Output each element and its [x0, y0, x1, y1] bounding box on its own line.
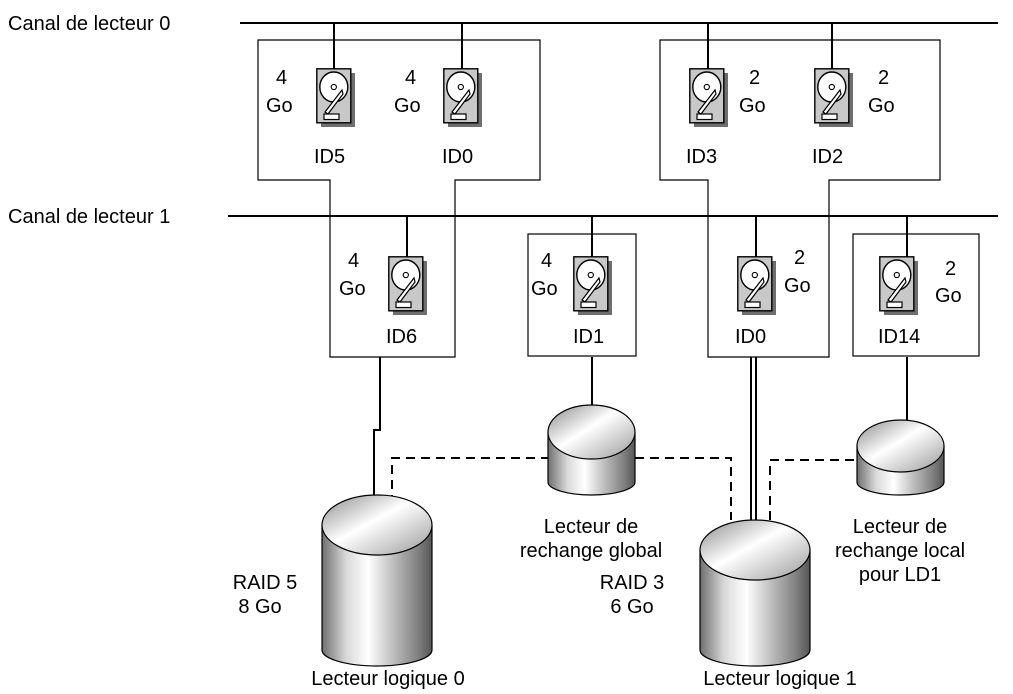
id14-size-num: 2	[945, 258, 956, 280]
id5-labels: 4 Go ID5	[266, 67, 345, 168]
id2-size-unit: Go	[868, 95, 895, 117]
id2-disk-icon	[814, 68, 854, 128]
id0a-size-num: 4	[405, 67, 416, 89]
id0b-labels: 2 Go ID0	[735, 247, 811, 348]
id0a-id: ID0	[442, 146, 473, 168]
id0b-disk-icon	[737, 256, 777, 316]
channel-0-label: Canal de lecteur 0	[8, 13, 170, 35]
id14-labels: 2 Go ID14	[878, 258, 962, 348]
ld0-text: RAID 5 8 Go Lecteur logique 0	[233, 572, 465, 690]
ld1-text: RAID 3 6 Go Lecteur logique 1	[600, 572, 857, 690]
ld0-size: 8 Go	[238, 596, 281, 618]
ld0-label: Lecteur logique 0	[311, 668, 464, 690]
id0b-id: ID0	[735, 326, 766, 348]
id1-id: ID1	[573, 326, 604, 348]
ld0-member-group	[257, 39, 541, 358]
id3-id: ID3	[686, 146, 717, 168]
id0a-size-unit: Go	[394, 95, 421, 117]
local-spare-line1: Lecteur de	[853, 516, 948, 538]
id6-size-unit: Go	[339, 278, 366, 300]
id2-id: ID2	[812, 146, 843, 168]
id0b-size-unit: Go	[784, 275, 811, 297]
ld1-size: 6 Go	[610, 596, 653, 618]
id14-id: ID14	[878, 326, 920, 348]
ld0-raid: RAID 5	[233, 572, 297, 594]
id6-disk-icon	[388, 256, 428, 316]
global-spare-label: Lecteur de rechange global	[520, 516, 662, 562]
id5-id: ID5	[314, 146, 345, 168]
global-spare-to-ld0	[391, 457, 548, 504]
id5-size-unit: Go	[266, 95, 293, 117]
id14-box	[852, 233, 980, 357]
drive-stems	[333, 23, 908, 258]
id5-disk-icon	[316, 68, 356, 128]
solid-connectors	[373, 357, 908, 522]
id6-labels: 4 Go ID6	[339, 250, 417, 348]
id1-size-num: 4	[541, 250, 552, 272]
id14-size-unit: Go	[935, 285, 962, 307]
id0b-size-num: 2	[794, 247, 805, 269]
ld1-raid: RAID 3	[600, 572, 664, 594]
id1-size-unit: Go	[531, 278, 558, 300]
local-spare-line2: rechange local	[835, 540, 965, 562]
local-spare-line3: pour LD1	[859, 564, 941, 586]
logical-drive-1-icon	[699, 519, 811, 667]
id6-size-num: 4	[348, 250, 359, 272]
local-spare-drive-icon	[856, 419, 945, 496]
id0a-labels: 4 Go ID0	[394, 67, 473, 168]
channel-1-label: Canal de lecteur 1	[8, 206, 170, 228]
id1-box	[527, 233, 637, 357]
id6-id: ID6	[386, 326, 417, 348]
global-spare-drive-icon	[547, 404, 636, 496]
logical-drive-0-icon	[321, 494, 433, 667]
id3-size-unit: Go	[739, 95, 766, 117]
id3-labels: 2 Go ID3	[686, 67, 766, 168]
id3-size-num: 2	[749, 67, 760, 89]
global-spare-line2: rechange global	[520, 540, 662, 562]
local-spare-label: Lecteur de rechange local pour LD1	[835, 516, 965, 586]
global-spare-to-ld1	[635, 457, 732, 520]
id1-disk-icon	[573, 256, 613, 316]
global-spare-line1: Lecteur de	[544, 516, 639, 538]
ld1-member-group	[659, 39, 941, 358]
id1-labels: 4 Go ID1	[531, 250, 604, 348]
id14-disk-icon	[879, 256, 919, 316]
id2-size-num: 2	[878, 67, 889, 89]
id5-size-num: 4	[276, 67, 287, 89]
spare-links	[391, 457, 857, 520]
local-spare-to-ld1	[769, 459, 857, 520]
ld0-connector	[373, 357, 381, 498]
ld1-label: Lecteur logique 1	[703, 668, 856, 690]
id3-disk-icon	[689, 68, 729, 128]
id0a-disk-icon	[443, 68, 483, 128]
id2-labels: 2 Go ID2	[812, 67, 895, 168]
